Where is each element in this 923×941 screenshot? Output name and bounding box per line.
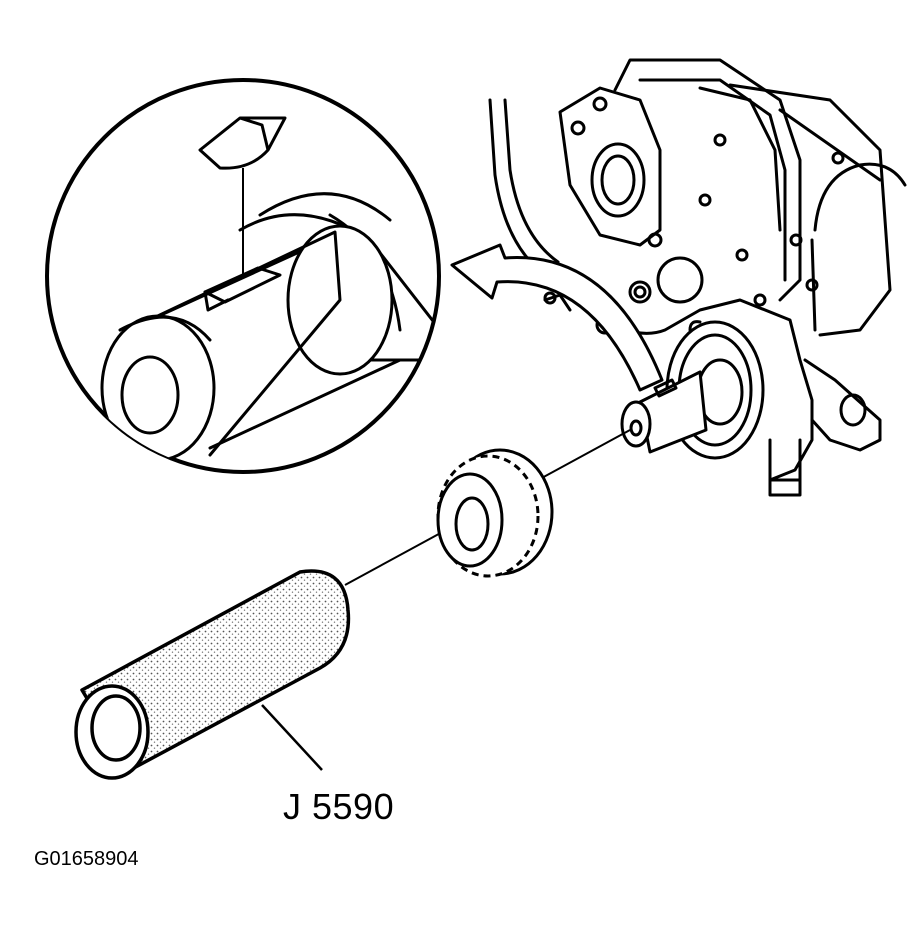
tool-leader-line xyxy=(261,704,323,771)
curved-arrow-icon xyxy=(450,243,664,392)
engine-front-cover xyxy=(488,58,907,497)
tool-number-label: J 5590 xyxy=(283,786,395,827)
installer-tool xyxy=(74,569,351,780)
detail-view-circle xyxy=(45,78,441,474)
crankshaft-snout xyxy=(620,370,708,454)
figure-id: G01658904 xyxy=(34,848,139,870)
crankshaft-sprocket xyxy=(436,448,554,578)
